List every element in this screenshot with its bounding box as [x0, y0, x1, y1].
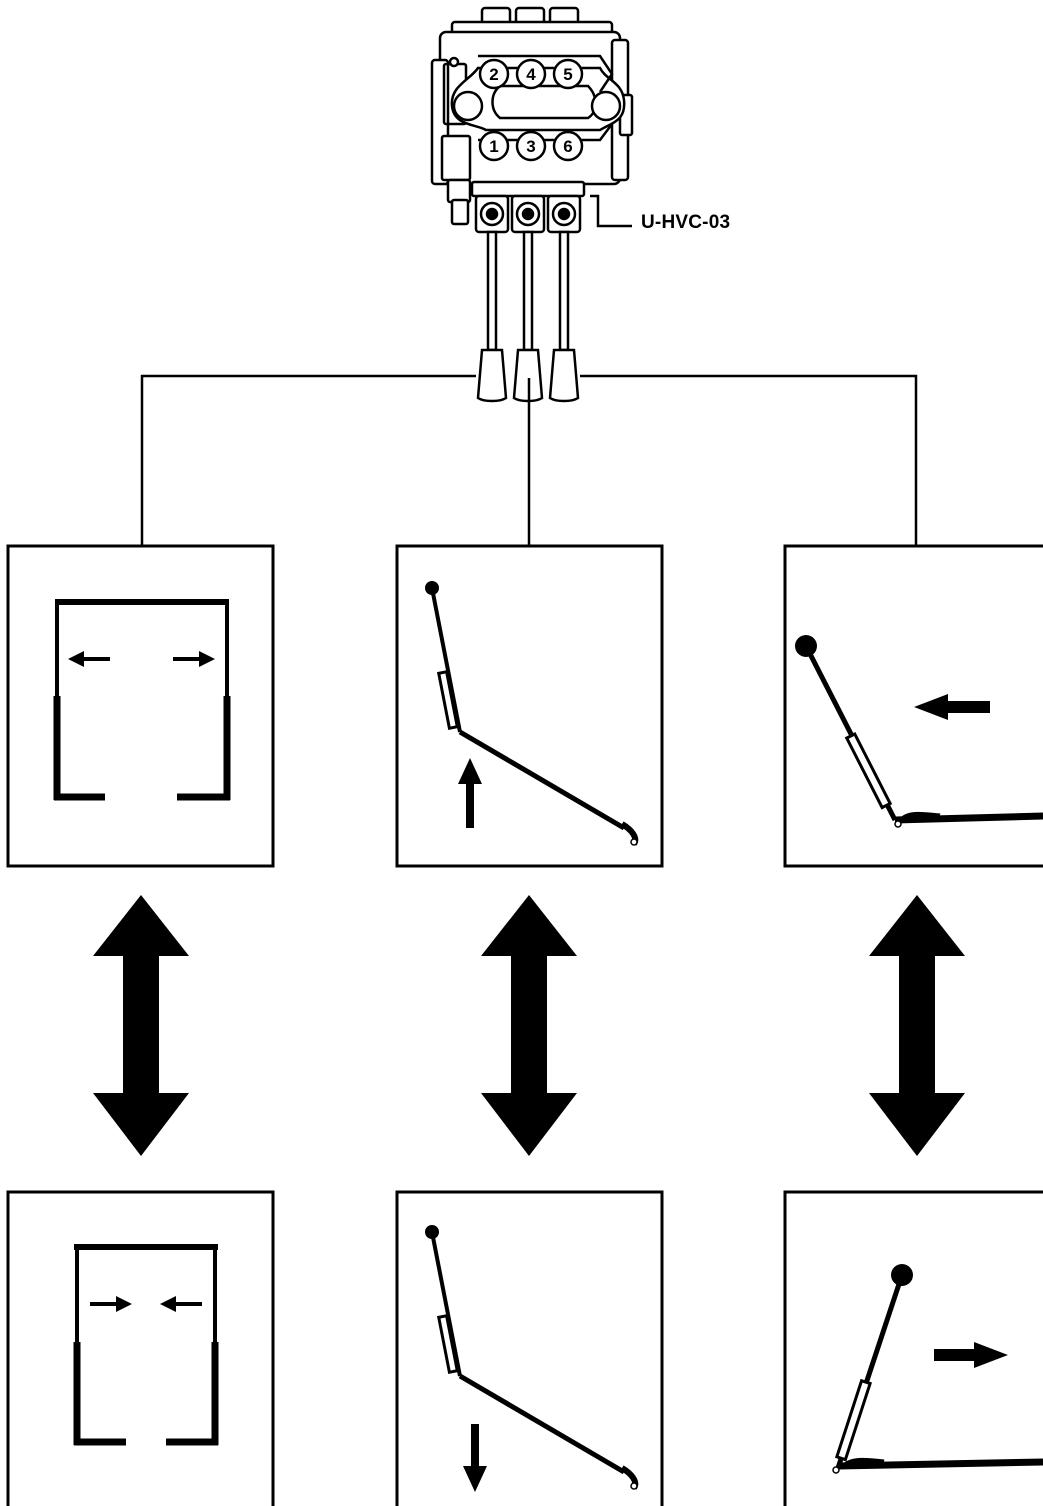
svg-text:3: 3: [526, 137, 535, 156]
connector-lines: [140, 374, 918, 546]
port-5: 5: [552, 58, 584, 90]
double-arrow-middle-column-icon: [481, 895, 577, 1156]
fork-tilt-down-icon: [425, 1225, 639, 1492]
svg-text:2: 2: [489, 65, 498, 84]
arrow-right-icon: [173, 651, 215, 667]
fork-tilt-up-icon: [425, 581, 639, 846]
arrow-right-icon: [934, 1342, 1008, 1368]
port-4: 4: [515, 58, 547, 90]
port-3: 3: [515, 130, 547, 162]
svg-text:4: 4: [526, 65, 536, 84]
arrow-down-icon: [463, 1424, 487, 1492]
double-arrow-right-column-icon: [869, 895, 965, 1156]
connector-left: [140, 374, 476, 546]
double-arrow-left-column-icon: [93, 895, 189, 1156]
port-markers: 2 4 5 1 3 6: [478, 58, 584, 162]
port-6: 6: [552, 130, 584, 162]
clamp-arms-close-icon: [73, 1244, 219, 1446]
arrow-left-icon: [68, 651, 110, 667]
arrow-left-icon: [914, 694, 990, 720]
connector-right: [580, 374, 918, 546]
svg-text:6: 6: [563, 137, 572, 156]
arrow-right-icon: [90, 1296, 132, 1312]
box-tilt-forward: [395, 544, 664, 868]
box-sideshift-right: [783, 1190, 1043, 1506]
svg-text:5: 5: [563, 65, 572, 84]
port-2: 2: [478, 58, 510, 90]
mast-shift-right-icon: [832, 1264, 1043, 1474]
valve-part-number: U-HVC-03: [641, 212, 731, 233]
box-clamp-open: [6, 544, 275, 868]
double-arrows: [93, 895, 965, 1156]
mast-shift-left-icon: [795, 635, 1043, 828]
box-clamp-close: [6, 1190, 275, 1506]
box-tilt-back: [395, 1190, 664, 1506]
arrow-up-icon: [458, 758, 482, 828]
svg-text:1: 1: [489, 137, 498, 156]
label-leader-line: [590, 194, 632, 228]
port-1: 1: [478, 130, 510, 162]
arrow-left-icon: [160, 1296, 202, 1312]
clamp-arms-open-icon: [53, 599, 231, 801]
